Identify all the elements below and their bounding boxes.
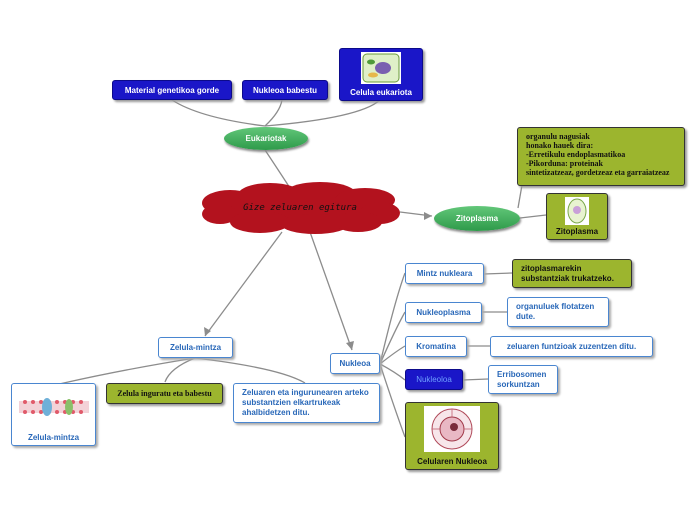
nucleus-image-icon [409,406,495,457]
zitoplasma-note-line: -Erretikulu endoplasmatikoa [526,150,626,159]
nukleoloa-note[interactable]: Erribosomen sorkuntzan [488,365,558,394]
nukleoloa-node[interactable]: Nukleoloa [405,369,463,390]
kromatina-note[interactable]: zeluaren funtzioak zuzentzen ditu. [490,336,653,357]
link-eukariotak-nukleoa-babestu [264,99,283,127]
material-genetikoa-node[interactable]: Material genetikoa gorde [112,80,232,100]
zelula-mintza-node[interactable]: Zelula-mintza [158,337,233,358]
zitoplasma-node[interactable]: Zitoplasma [434,206,520,231]
link-eukariotak-material [171,99,266,127]
link-nukleoa-nukleoloa [379,363,406,381]
link-mintza-note1 [164,357,196,383]
link-eukariotak-celula [264,99,381,127]
zitoplasma-image-icon [550,197,604,227]
zitoplasma-note-line: -Pikorduna: proteinak [526,159,603,168]
zitoplasma-image-node[interactable]: Zitoplasma [546,193,608,240]
link-nukleoa-kromatina [379,345,406,365]
mintza-note-inguratu[interactable]: Zelula inguratu eta babestu [106,383,223,404]
arrow-mintza [204,327,211,336]
celula-eukariota-node[interactable]: Celula eukariota [339,48,423,101]
link-central-mintza [204,231,283,337]
nukleoplasma-node[interactable]: Nukleoplasma [405,302,482,323]
link-mintza-image [54,357,196,386]
link-central-nukleoa [309,231,353,351]
zitoplasma-image-label: Zitoplasma [555,227,599,236]
link-mintz-note [483,272,513,275]
link-central-eukariotak [264,149,291,189]
zitoplasma-note[interactable]: organulu nagusiak honako hauek dira: -Er… [517,127,685,186]
nukleoa-babestu-node[interactable]: Nukleoa babestu [242,80,328,100]
arrow-zitoplasma [424,212,432,220]
link-zitoplasma-note [517,184,523,209]
mintz-nukleara-node[interactable]: Mintz nukleara [405,263,484,284]
zelula-mintza-image-label: Zelula-mintza [27,433,80,442]
kromatina-node[interactable]: Kromatina [405,336,467,357]
mintza-note-elkartrukeak[interactable]: Zeluaren eta ingurunearen arteko substan… [233,383,380,423]
zitoplasma-note-line: honako hauek dira: [526,141,594,150]
link-nukleoloa-note [462,378,489,381]
link-nukleoa-mintz [379,272,406,365]
celula-eukariota-label: Celula eukariota [350,88,412,97]
link-mintza-note2 [194,357,306,384]
link-nukleoa-nukleoplasma [379,311,406,365]
zitoplasma-note-line: organulu nagusiak [526,132,590,141]
celularen-nukleoa-label: Celularen Nukleoa [417,457,487,466]
central-topic[interactable]: Gize zeluaren egitura [243,203,357,213]
nukleoa-node[interactable]: Nukleoa [330,353,380,374]
mintz-nukleara-note[interactable]: zitoplasmarekin substantziak trukatzeko. [512,259,632,288]
membrane-image-icon [15,387,92,433]
link-zitoplasma-image [519,214,547,219]
central-cloud-shape [202,182,400,234]
zelula-mintza-image-node[interactable]: Zelula-mintza [11,383,96,446]
nukleoplasma-note[interactable]: organuluek flotatzen dute. [507,297,609,327]
celularen-nukleoa-image-node[interactable]: Celularen Nukleoa [405,402,499,470]
arrow-nukleoa [346,341,354,350]
link-nukleoa-image [379,363,406,438]
cell-image-icon [343,52,419,88]
zitoplasma-note-line: sintetizatzeaz, gordetzeaz eta garraiatz… [526,168,670,177]
eukariotak-node[interactable]: Eukariotak [224,127,308,150]
